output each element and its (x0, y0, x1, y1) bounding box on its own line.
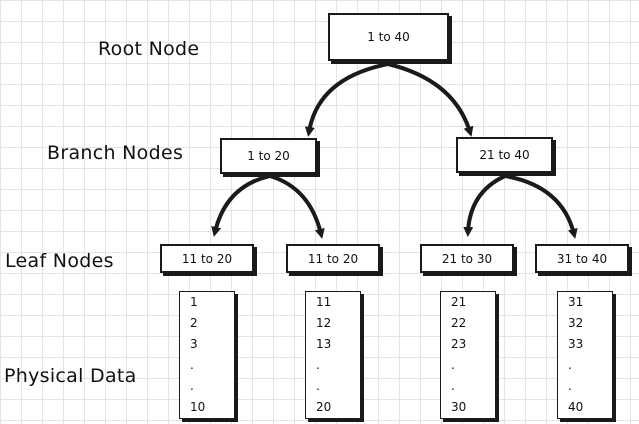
leaf-node-1: 11 to 20 (160, 244, 254, 273)
data-row: 21 (451, 295, 467, 309)
data-row: 31 (568, 295, 584, 309)
data-row: 22 (451, 316, 467, 330)
data-row: 40 (568, 400, 584, 414)
data-row: 12 (316, 316, 332, 330)
data-row: 20 (316, 400, 332, 414)
branch-node-2: 21 to 40 (456, 137, 553, 173)
physical-data-label: Physical Data (4, 365, 137, 387)
arrow-branch-left-to-leaf-1 (211, 174, 271, 237)
data-row: . (190, 358, 194, 372)
data-row: 1 (190, 295, 198, 309)
data-row: 3 (190, 337, 198, 351)
leaf-node-3: 21 to 30 (420, 244, 514, 273)
arrow-branch-right-to-leaf-3 (463, 174, 506, 237)
data-row: 33 (568, 337, 584, 351)
data-row: 2 (190, 316, 198, 330)
data-row: 30 (451, 400, 467, 414)
leaf-node-4: 31 to 40 (535, 244, 629, 273)
root-node-range: 1 to 40 (367, 30, 410, 44)
branch-nodes-label: Branch Nodes (47, 142, 184, 164)
arrow-root-to-branch-left (304, 62, 389, 137)
data-row: . (568, 358, 572, 372)
physical-data-block-4: 31 32 33 . . 40 (557, 291, 613, 419)
data-row: 10 (190, 400, 206, 414)
arrow-root-to-branch-right (387, 62, 474, 137)
branch-node-range: 21 to 40 (479, 148, 530, 162)
leaf-node-range: 11 to 20 (181, 251, 233, 266)
data-row: . (316, 379, 320, 393)
leaf-nodes-label: Leaf Nodes (5, 250, 114, 272)
data-row: . (190, 379, 194, 393)
root-node: 1 to 40 (328, 13, 449, 61)
branch-node-range: 1 to 20 (247, 149, 290, 163)
data-row: . (451, 358, 455, 372)
leaf-node-range: 21 to 30 (441, 251, 493, 266)
data-row: . (316, 358, 320, 372)
leaf-node-range: 31 to 40 (556, 251, 608, 266)
data-row: . (568, 379, 572, 393)
physical-data-block-2: 11 12 13 . . 20 (305, 291, 361, 419)
data-row: 23 (451, 337, 467, 351)
leaf-node-range: 11 to 20 (307, 251, 359, 266)
data-row: 11 (316, 295, 332, 309)
arrow-branch-left-to-leaf-2 (269, 174, 325, 239)
root-node-label: Root Node (98, 38, 200, 60)
data-row: 32 (568, 316, 584, 330)
data-row: 13 (316, 337, 332, 351)
physical-data-block-1: 1 2 3 . . 10 (179, 291, 235, 419)
branch-node-1: 1 to 20 (220, 138, 317, 174)
leaf-node-2: 11 to 20 (286, 244, 380, 273)
arrow-branch-right-to-leaf-4 (504, 174, 578, 239)
data-row: . (451, 379, 455, 393)
physical-data-block-3: 21 22 23 . . 30 (440, 291, 496, 419)
